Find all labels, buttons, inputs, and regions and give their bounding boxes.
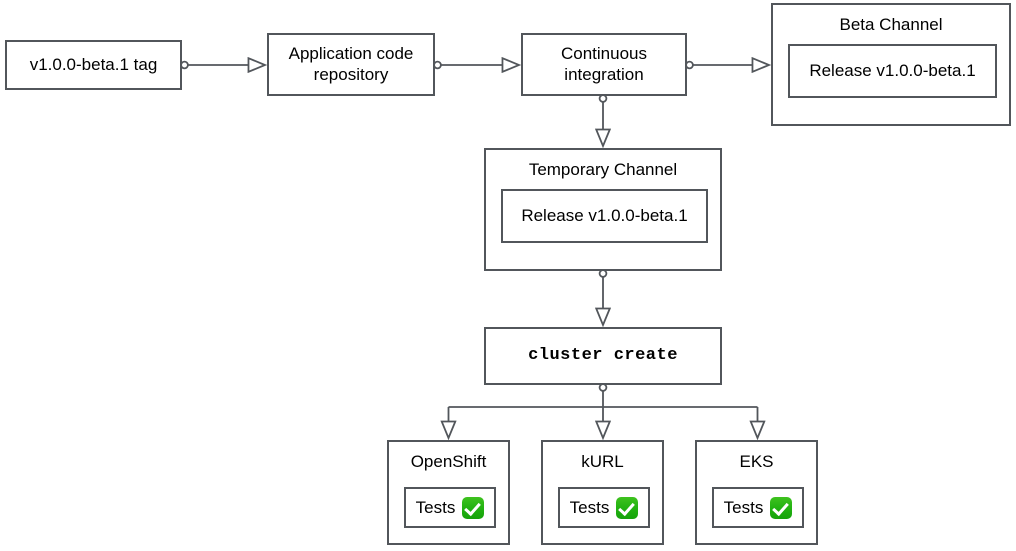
edge-source-dot-tag-repo [180, 60, 189, 70]
container-temporary-channel-title: Temporary Channel [528, 160, 678, 179]
node-version-tag[interactable]: v1.0.0-beta.1 tag [5, 40, 182, 90]
edge-source-dot-temp-cluster [598, 269, 608, 278]
green-check-icon [616, 496, 639, 519]
node-beta-channel-release[interactable]: Release v1.0.0-beta.1 [788, 44, 997, 98]
node-cluster-create[interactable]: cluster create [484, 327, 722, 385]
edge-source-dot-cluster-fanout [598, 383, 608, 392]
node-version-tag-label: v1.0.0-beta.1 tag [29, 54, 158, 74]
node-beta-channel-release-label: Release v1.0.0-beta.1 [809, 61, 976, 80]
container-eks-title: EKS [739, 452, 774, 471]
node-kurl-tests[interactable]: Tests [558, 487, 650, 528]
node-temporary-channel-release-label: Release v1.0.0-beta.1 [521, 206, 688, 225]
node-continuous-integration[interactable]: Continuous integration [521, 33, 687, 96]
node-continuous-integration-label-line1: Continuous [560, 43, 647, 63]
green-check-icon [462, 496, 485, 519]
container-eks[interactable]: EKS Tests [695, 440, 818, 545]
edge-source-dot-repo-ci [433, 60, 442, 70]
edge-source-dot-ci-temp [598, 94, 608, 103]
container-kurl[interactable]: kURL Tests [541, 440, 664, 545]
edge-source-dot-ci-beta [685, 60, 694, 70]
node-application-code-repository[interactable]: Application code repository [267, 33, 435, 96]
node-eks-tests[interactable]: Tests [712, 487, 804, 528]
container-openshift-title: OpenShift [410, 452, 487, 471]
container-beta-channel-title: Beta Channel [839, 15, 943, 34]
container-kurl-title: kURL [581, 452, 624, 471]
node-temporary-channel-release[interactable]: Release v1.0.0-beta.1 [501, 189, 708, 243]
container-temporary-channel[interactable]: Temporary Channel Release v1.0.0-beta.1 [484, 148, 722, 271]
container-openshift[interactable]: OpenShift Tests [387, 440, 510, 545]
node-cluster-create-label: cluster create [528, 345, 678, 365]
node-openshift-tests[interactable]: Tests [404, 487, 496, 528]
node-application-code-repository-label-line2: repository [313, 64, 389, 84]
node-eks-tests-label: Tests [723, 497, 764, 517]
green-check-icon [770, 496, 793, 519]
node-continuous-integration-label-line2: integration [564, 64, 644, 84]
node-application-code-repository-label-line1: Application code [288, 43, 414, 63]
container-beta-channel[interactable]: Beta Channel Release v1.0.0-beta.1 [771, 3, 1011, 126]
node-kurl-tests-label: Tests [569, 497, 610, 517]
node-openshift-tests-label: Tests [415, 497, 456, 517]
